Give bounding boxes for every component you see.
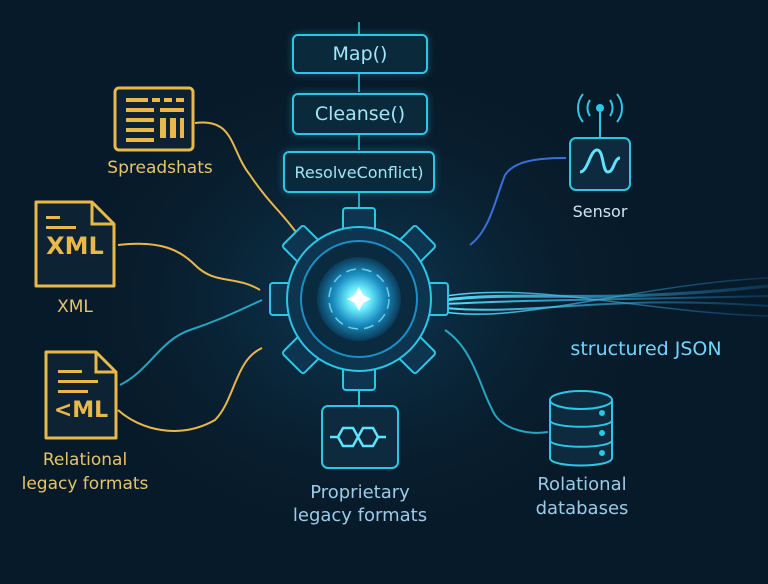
relational-databases-line-1: Rolational	[537, 474, 627, 495]
cleanse-function-label: Cleanse()	[314, 103, 406, 125]
proprietary-label: Proprietary legacy formats	[280, 481, 440, 527]
resolve-conflict-function-box: ResolveConflict)	[283, 151, 435, 193]
resolve-conflict-function-label: ResolveConflict)	[294, 162, 424, 182]
xml-icon-text: XML	[46, 232, 104, 260]
processing-gear	[269, 207, 449, 391]
proprietary-line-1: Proprietary	[310, 482, 410, 503]
relational-databases-line-2: databases	[535, 498, 629, 519]
json-output-stream	[444, 277, 768, 317]
input-connectors	[117, 121, 567, 434]
relational-databases-label: Rolational databases	[507, 473, 657, 521]
database-icon	[549, 390, 613, 467]
sensor-label: Sensor	[572, 202, 628, 221]
cleanse-function-box: Cleanse()	[292, 93, 428, 135]
relational-legacy-line-2: legacy formats	[21, 474, 149, 494]
proprietary-line-2: legacy formats	[292, 505, 428, 526]
structured-json-label: structured JSON	[570, 338, 722, 360]
xml-file-icon	[34, 200, 116, 288]
proprietary-format-icon	[321, 405, 399, 469]
legacy-xml-icon-text: <ML	[53, 398, 109, 423]
spreadsheets-label: Spreadshats	[107, 158, 213, 178]
relational-legacy-label: Relational legacy formats	[10, 448, 160, 496]
sensor-icon	[569, 93, 631, 191]
spreadsheet-icon	[113, 86, 195, 152]
legacy-xml-file-icon	[44, 350, 118, 440]
xml-label: XML	[57, 297, 93, 317]
relational-legacy-line-1: Relational	[42, 450, 128, 470]
sparkle-icon	[347, 287, 371, 311]
map-function-box: Map()	[292, 34, 428, 74]
map-function-label: Map()	[332, 43, 388, 65]
